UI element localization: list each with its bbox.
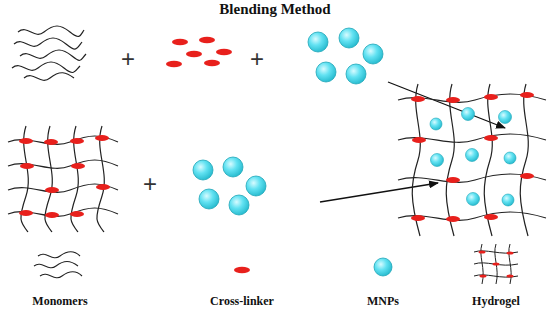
legend-label: Monomers [32,294,87,309]
mnp-cluster [308,28,383,84]
legend-monomer-sample [34,252,82,278]
plus-sign: + [121,47,135,71]
hydrogel-mnp-composite [398,84,546,236]
cross-linker-cluster [166,37,232,67]
monomer-chains [12,26,86,80]
legend-mnp-sample [374,258,392,276]
legend-cross-linker-sample [234,267,250,273]
mnp-cluster [193,157,266,215]
legend-label: MNPs [367,294,399,309]
hydrogel-network [8,126,118,232]
plus-sign: + [143,172,157,196]
plus-sign: + [250,47,264,71]
legend-label: Cross-linker [210,294,274,309]
legend-hydrogel-sample [474,244,518,284]
diagram-title: Blending Method [219,1,330,18]
legend-label: Hydrogel [472,294,520,309]
